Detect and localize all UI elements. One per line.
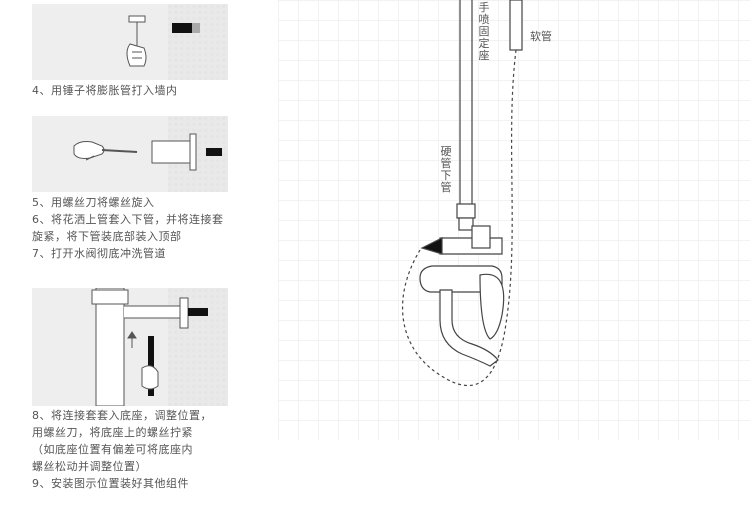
step-line: 4、用锤子将膨胀管打入墙内	[32, 84, 178, 97]
hose-label: 软管	[530, 30, 552, 43]
handheld-holder-label: 手喷固定座	[478, 1, 490, 62]
step-line: 5、用螺丝刀将螺丝旋入	[32, 196, 155, 209]
diverter-body	[439, 237, 503, 255]
background-grid	[278, 0, 750, 440]
step-5-7-text: 5、用螺丝刀将螺丝旋入 6、将花洒上管套入下管，并将连接套 旋紧，将下管装底部装…	[32, 194, 224, 262]
step-line: 螺丝松动并调整位置）	[32, 460, 147, 473]
tub-spout	[439, 289, 499, 367]
step-8-9-text: 8、将连接套套入底座，调整位置， 用螺丝刀，将底座上的螺丝拧紧 （如底座位置有偏…	[32, 407, 212, 492]
pipe-fitting	[458, 217, 474, 231]
step-4-text: 4、用锤子将膨胀管打入墙内	[32, 82, 178, 99]
hand-screwdriver-icon	[73, 141, 138, 161]
step-line: 9、安装图示位置装好其他组件	[32, 477, 189, 490]
wall-base-icon	[151, 133, 222, 171]
step-line: 旋紧，将下管装底部装入顶部	[32, 230, 182, 243]
step-5-illustration	[32, 116, 228, 192]
diverter-knob	[471, 225, 491, 249]
step-line: （如底座位置有偏差可将底座内	[32, 443, 193, 456]
pipe-base-icon	[91, 288, 208, 406]
step-line: 用螺丝刀，将底座上的螺丝拧紧	[32, 426, 193, 439]
hand-hammer-icon	[126, 15, 147, 67]
hose-line	[401, 49, 517, 387]
hard-pipe-label: 硬管下管	[440, 145, 452, 194]
step-line: 7、打开水阀彻底冲洗管道	[32, 247, 166, 260]
step-line: 6、将花洒上管套入下管，并将连接套	[32, 213, 224, 226]
mixer-handle	[479, 273, 505, 340]
handheld-holder	[509, 0, 523, 51]
step-8-illustration	[32, 288, 228, 406]
anchor-tube-icon	[172, 23, 200, 33]
step-line: 8、将连接套套入底座，调整位置，	[32, 409, 212, 422]
step-4-illustration	[32, 4, 228, 80]
pipe-joint	[456, 203, 476, 219]
diverter-lever	[420, 237, 443, 255]
